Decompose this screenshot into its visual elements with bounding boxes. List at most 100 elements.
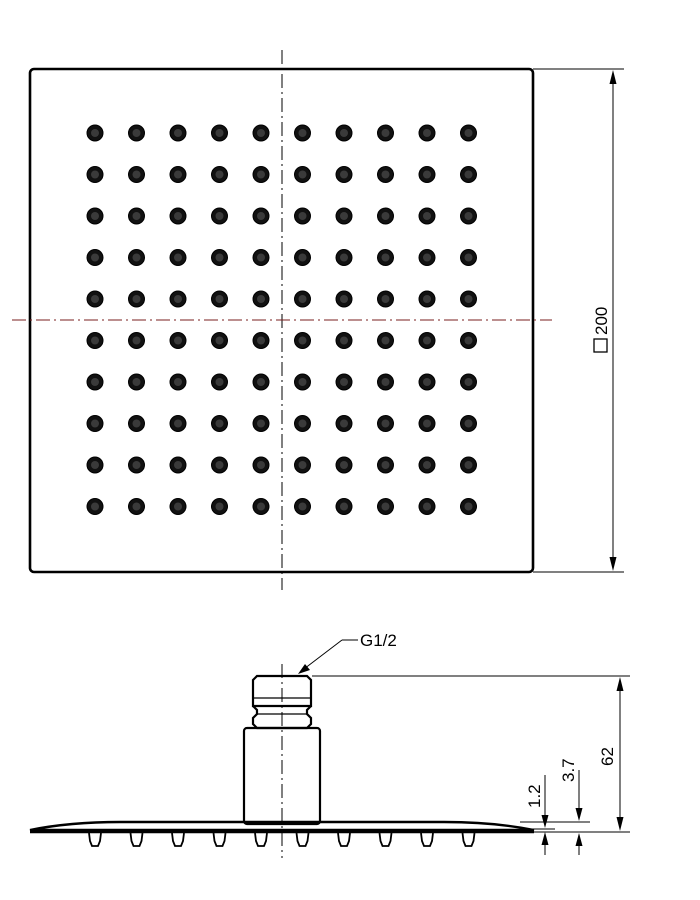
nozzle-center <box>132 502 141 511</box>
nozzle-center <box>132 170 141 179</box>
nozzle-center <box>423 336 431 345</box>
thread-label: G1/2 <box>360 631 397 650</box>
thread-label-callout: G1/2 <box>298 631 397 674</box>
arm-body <box>242 726 322 826</box>
side-view: G1/2 62 3.7 1.2 <box>29 631 630 858</box>
nozzle-center <box>215 502 224 511</box>
side-nozzle-row <box>88 832 476 847</box>
nozzle-center <box>340 461 348 469</box>
arrow-bottom <box>609 557 617 571</box>
nozzle-center <box>340 336 348 345</box>
nozzle-center <box>257 378 265 386</box>
nozzle-center <box>174 253 182 262</box>
nozzle-center <box>423 295 431 303</box>
nozzle-center <box>340 170 348 179</box>
nozzle-center <box>381 129 390 137</box>
nozzle-grid <box>86 124 477 515</box>
arrow-top <box>609 70 617 84</box>
nozzle-center <box>464 295 473 303</box>
nozzle-center <box>215 336 224 345</box>
nozzle-center <box>91 419 99 428</box>
nozzle-center <box>257 212 265 220</box>
nozzle-center <box>132 129 141 137</box>
nozzle-center <box>257 170 265 179</box>
side-nozzle <box>254 832 268 847</box>
height-mid-dimension: 3.7 <box>559 758 583 855</box>
nozzle-center <box>257 295 265 303</box>
nozzle-center <box>91 461 99 469</box>
height-mid-value: 3.7 <box>559 758 578 782</box>
nozzle-center <box>340 212 348 220</box>
nozzle-center <box>423 129 431 137</box>
nozzle-center <box>298 253 307 262</box>
side-nozzle <box>378 832 393 847</box>
nozzle-center <box>381 419 390 428</box>
nozzle-center <box>215 461 224 469</box>
arrow-top <box>616 677 624 691</box>
side-nozzle <box>212 832 227 847</box>
nozzle-center <box>464 170 473 179</box>
nozzle-center <box>215 378 224 386</box>
side-nozzle <box>129 832 144 847</box>
nozzle-center <box>423 170 431 179</box>
nozzle-center <box>257 129 265 137</box>
nozzle-center <box>298 336 307 345</box>
nozzle-center <box>340 378 348 386</box>
nozzle-center <box>464 461 473 469</box>
nozzle-center <box>174 378 182 386</box>
nozzle-center <box>381 295 390 303</box>
nozzle-center <box>257 336 265 345</box>
nozzle-center <box>381 336 390 345</box>
height-small-value: 1.2 <box>525 784 544 808</box>
nozzle-center <box>132 253 141 262</box>
nozzle-center <box>298 295 307 303</box>
size-dimension: 200 <box>533 68 624 573</box>
nozzle-center <box>174 295 182 303</box>
nozzle-center <box>298 461 307 469</box>
leader-arrow <box>298 664 310 674</box>
nozzle-center <box>215 170 224 179</box>
nozzle-center <box>174 419 182 428</box>
nozzle-center <box>464 253 473 262</box>
arrow-down <box>541 815 549 828</box>
nozzle-center <box>91 170 99 179</box>
nozzle-center <box>215 419 224 428</box>
height-total-dimension: 62 <box>598 677 624 831</box>
nozzle-center <box>132 461 141 469</box>
nozzle-center <box>423 461 431 469</box>
nozzle-center <box>174 170 182 179</box>
size-value: 200 <box>592 307 611 335</box>
arrow-up <box>575 833 583 846</box>
nozzle-center <box>381 378 390 386</box>
nozzle-center <box>257 502 265 511</box>
nozzle-center <box>215 253 224 262</box>
nozzle-center <box>381 253 390 262</box>
nozzle-center <box>423 253 431 262</box>
nozzle-center <box>174 129 182 137</box>
nozzle-center <box>132 295 141 303</box>
nozzle-center <box>464 378 473 386</box>
nozzle-center <box>423 502 431 511</box>
nozzle-center <box>91 378 99 386</box>
arrow-down <box>575 808 583 821</box>
nozzle-center <box>298 378 307 386</box>
nozzle-center <box>174 212 182 220</box>
nozzle-center <box>91 129 99 137</box>
nozzle-center <box>298 212 307 220</box>
shower-plate-profile <box>29 820 535 832</box>
nozzle-center <box>381 502 390 511</box>
nozzle-center <box>464 129 473 137</box>
nozzle-center <box>340 253 348 262</box>
side-nozzle <box>88 832 102 847</box>
arrow-up <box>541 832 549 845</box>
nozzle-center <box>340 419 348 428</box>
nozzle-center <box>91 253 99 262</box>
nozzle-center <box>464 336 473 345</box>
nozzle-center <box>298 129 307 137</box>
nozzle-center <box>464 502 473 511</box>
height-total-value: 62 <box>598 747 617 766</box>
square-symbol-icon <box>593 338 608 353</box>
side-nozzle <box>295 832 310 847</box>
nozzle-center <box>298 419 307 428</box>
